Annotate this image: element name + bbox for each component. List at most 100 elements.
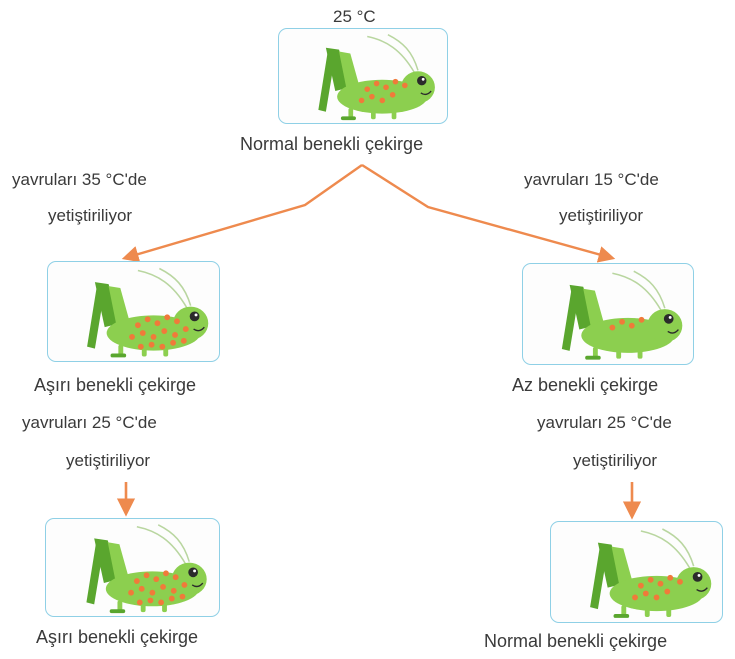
spot [632, 594, 638, 600]
hind-leg [590, 547, 608, 610]
spot [643, 591, 649, 597]
spot [181, 582, 187, 588]
spot [619, 319, 625, 325]
foot [585, 356, 601, 360]
spot [145, 316, 151, 322]
right-grasshopper-card [522, 263, 694, 365]
top-temperature: 25 °C [333, 7, 376, 27]
grasshopper-icon [523, 264, 693, 364]
hind-leg [87, 286, 105, 349]
spot [174, 318, 180, 324]
spot [138, 344, 144, 350]
spot [374, 81, 380, 87]
spot [129, 334, 135, 340]
foot [341, 116, 356, 120]
eye [188, 568, 198, 578]
hind-leg [86, 542, 103, 604]
top-grasshopper-card [278, 28, 448, 124]
right-condition-line1: yavruları 15 °C'de [524, 170, 659, 190]
spot [153, 576, 159, 582]
left-next-condition-line2: yetiştiriliyor [66, 451, 150, 471]
spot [664, 589, 670, 595]
spot [134, 578, 140, 584]
spot [609, 325, 615, 331]
grasshopper-icon [551, 522, 722, 622]
right-next-condition-line2: yetiştiriliyor [573, 451, 657, 471]
hind-leg [562, 289, 579, 351]
spot [180, 594, 186, 600]
eye [417, 76, 426, 85]
spot [161, 328, 167, 334]
left-result-grasshopper-card [45, 518, 220, 617]
foot [111, 354, 127, 358]
hind-leg [318, 52, 335, 112]
left-grasshopper-card [47, 261, 220, 362]
spot [171, 588, 177, 594]
spot [359, 98, 365, 104]
spot [169, 596, 175, 602]
eye [693, 572, 703, 582]
spot [183, 326, 189, 332]
spot [383, 84, 389, 90]
grasshopper-icon [279, 29, 447, 123]
spot [148, 598, 154, 604]
spot [163, 570, 169, 576]
spot [151, 334, 157, 340]
spot [629, 323, 635, 329]
right-condition-line2: yetiştiriliyor [559, 206, 643, 226]
spot [402, 83, 408, 89]
right-next-condition-line1: yavruları 25 °C'de [537, 413, 672, 433]
eye-highlight [698, 574, 701, 577]
head [647, 309, 682, 342]
arrow-to-left-branch [125, 165, 362, 258]
eye-highlight [422, 78, 425, 81]
spot [144, 572, 150, 578]
spot [155, 320, 161, 326]
right-label: Az benekli çekirge [512, 375, 658, 395]
eye-highlight [195, 313, 198, 316]
right-result-grasshopper-card [550, 521, 723, 623]
spot [140, 330, 146, 336]
right-result-label: Normal benekli çekirge [484, 631, 667, 651]
grasshopper-icon [46, 519, 219, 616]
spot [654, 594, 660, 600]
spot [379, 98, 385, 104]
spot [638, 583, 644, 589]
spot [160, 584, 166, 590]
foot [110, 609, 126, 613]
spot [170, 340, 176, 346]
left-result-label: Aşırı benekli çekirge [36, 627, 198, 647]
eye-highlight [669, 316, 672, 319]
spot [393, 79, 399, 85]
spot [135, 322, 141, 328]
spot [137, 600, 143, 606]
eye [190, 312, 200, 322]
spot [658, 581, 664, 587]
grasshopper-icon [48, 262, 219, 361]
left-condition-line2: yetiştiriliyor [48, 206, 132, 226]
spot [364, 86, 370, 92]
left-next-condition-line1: yavruları 25 °C'de [22, 413, 157, 433]
eye-highlight [193, 569, 196, 572]
spot [677, 579, 683, 585]
spot [172, 332, 178, 338]
spot [149, 590, 155, 596]
left-label: Aşırı benekli çekirge [34, 375, 196, 395]
spot [181, 338, 187, 344]
left-condition-line1: yavruları 35 °C'de [12, 170, 147, 190]
top-label: Normal benekli çekirge [240, 134, 423, 154]
spot [158, 600, 164, 606]
spot [390, 92, 396, 98]
foot [614, 614, 630, 618]
spot [139, 586, 145, 592]
spot [164, 314, 170, 320]
spot [648, 577, 654, 583]
spot [159, 344, 165, 350]
spot [128, 590, 134, 596]
spot [667, 575, 673, 581]
spot [369, 94, 375, 100]
spot [173, 574, 179, 580]
eye [664, 314, 674, 324]
spot [149, 342, 155, 348]
spot [639, 317, 645, 323]
